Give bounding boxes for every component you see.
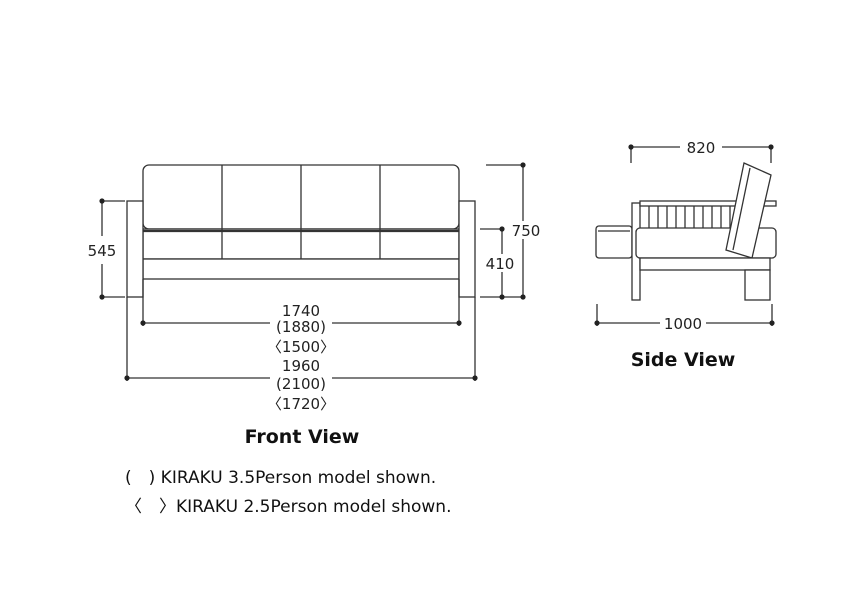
dim-dot <box>768 144 774 150</box>
dim-total-width-25: 〈1720〉 <box>267 395 335 413</box>
dim-total-height: 750 <box>512 222 541 240</box>
label-mask <box>484 254 520 272</box>
label-mask <box>270 373 332 389</box>
dim-arm-height: 545 <box>88 242 117 260</box>
front-base <box>142 258 460 280</box>
dim-dot <box>99 198 105 204</box>
dim-total-width-35: (2100) <box>276 375 326 393</box>
label-mask <box>270 316 332 332</box>
note-3-5-person: ( ) KIRAKU 3.5Person model shown. <box>125 468 436 488</box>
dim-seat-width-25: 〈1500〉 <box>267 338 335 356</box>
dim-dot <box>472 375 478 381</box>
note-2-5-person: 〈 〉KIRAKU 2.5Person model shown. <box>125 497 451 517</box>
front-view-title: Front View <box>245 426 360 448</box>
dim-dot <box>769 320 775 326</box>
dim-seat-width-35: (1880) <box>276 318 326 336</box>
dim-dot <box>520 162 526 168</box>
dim-dot <box>99 294 105 300</box>
dim-seat-height: 410 <box>486 255 515 273</box>
dim-dot <box>520 294 526 300</box>
side-arm-top <box>639 200 777 207</box>
backrest-seam <box>732 167 751 251</box>
side-view-title: Side View <box>631 349 736 371</box>
dim-depth-top: 820 <box>687 139 716 157</box>
dim-dot <box>140 320 146 326</box>
dim-dot <box>456 320 462 326</box>
dim-dot <box>499 226 505 232</box>
label-mask <box>508 221 544 239</box>
side-base <box>639 257 771 271</box>
left-armrest <box>126 200 144 298</box>
dim-dot <box>499 294 505 300</box>
dim-dot <box>628 144 634 150</box>
dim-dot <box>594 320 600 326</box>
dim-total-width: 1960 <box>282 357 320 375</box>
front-view: 545 750 410 1740 (1880) 〈1500〉 1960 (21 <box>88 162 544 448</box>
dim-seat-width: 1740 <box>282 302 320 320</box>
side-view: 820 <box>594 139 777 371</box>
dim-dot <box>124 375 130 381</box>
side-rear-leg <box>744 269 771 301</box>
right-armrest <box>458 200 476 298</box>
dim-depth-total: 1000 <box>664 315 702 333</box>
